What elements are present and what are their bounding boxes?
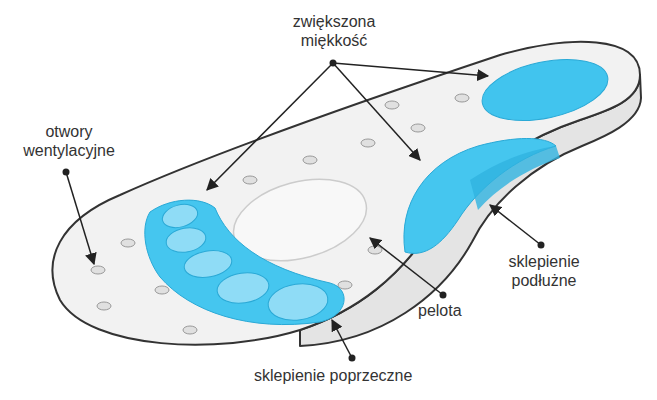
arch-gel-side: [470, 146, 560, 210]
callout-label: otwory wentylacyjne: [10, 122, 128, 160]
toe-cushions: [160, 201, 330, 324]
callout-label: sklepienie podłużne: [486, 252, 602, 290]
heel-pad: [477, 49, 614, 130]
callout-label: zwiększona miękkość: [268, 12, 400, 50]
leader-dots: [63, 60, 545, 362]
ventilation-holes: [91, 94, 469, 334]
leader-lines: [66, 63, 541, 358]
callout-label: pelota: [418, 301, 462, 320]
metatarsal-pad: [145, 200, 344, 324]
callout-label: sklepienie poprzeczne: [254, 366, 412, 385]
insole-top: [53, 42, 641, 345]
